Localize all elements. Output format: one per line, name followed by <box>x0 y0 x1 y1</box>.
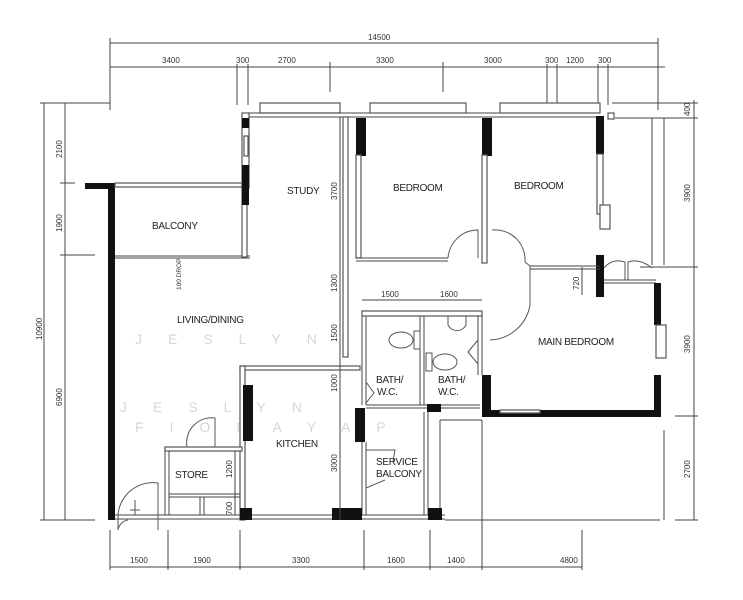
room-main-bedroom: MAIN BEDROOM <box>538 337 614 348</box>
dim-left-2100: 2100 <box>55 140 64 158</box>
room-bath-2-line2: W.C. <box>438 387 458 398</box>
dim-bottom-4800: 4800 <box>560 556 578 565</box>
room-service-balcony-line1: SERVICE <box>376 457 418 468</box>
bottom-dimensions: 1500 1900 3300 1600 1400 4800 <box>109 420 660 570</box>
left-dimensions: 2100 1900 10900 6900 <box>35 102 110 521</box>
dim-top-3000: 3000 <box>484 56 502 65</box>
room-labels: STUDY BEDROOM BEDROOM BALCONY LIVING/DIN… <box>152 181 614 481</box>
dim-store-700: 700 <box>225 501 234 515</box>
dim-bottom-1500: 1500 <box>130 556 148 565</box>
dim-left-6900: 6900 <box>55 388 64 406</box>
dim-top-1200: 1200 <box>566 56 584 65</box>
dim-study-3700: 3700 <box>330 182 339 200</box>
dim-top-3300: 3300 <box>376 56 394 65</box>
dim-drop: 100 DROP <box>176 259 183 290</box>
dim-bottom-1600: 1600 <box>387 556 405 565</box>
dim-top-3400: 3400 <box>162 56 180 65</box>
dim-right-3900a: 3900 <box>683 184 692 202</box>
dim-mbr-720: 720 <box>572 276 581 290</box>
dim-bath-1500: 1500 <box>381 290 399 299</box>
dim-top-2700: 2700 <box>278 56 296 65</box>
walls <box>85 102 667 531</box>
dim-kitchen-1000: 1000 <box>330 374 339 392</box>
room-service-balcony-line2: BALCONY <box>376 469 422 480</box>
dim-top-300a: 300 <box>236 56 250 65</box>
dim-bottom-1900: 1900 <box>193 556 211 565</box>
dim-top-300b: 300 <box>545 56 559 65</box>
room-bath-2-line1: BATH/ <box>438 375 466 386</box>
dim-right-400: 400 <box>683 102 692 116</box>
watermark-jeslyn-1: JESLYN <box>135 331 343 347</box>
room-bedroom-1: BEDROOM <box>393 183 443 194</box>
dim-bottom-3300: 3300 <box>292 556 310 565</box>
dim-bath-1600: 1600 <box>440 290 458 299</box>
dim-store-1200: 1200 <box>225 460 234 478</box>
room-balcony: BALCONY <box>152 221 198 232</box>
dim-right-3900b: 3900 <box>683 335 692 353</box>
dim-kitchen-3000: 3000 <box>330 454 339 472</box>
dim-living-1500: 1500 <box>330 324 339 342</box>
right-dimensions: 400 3900 3900 2700 <box>612 100 698 521</box>
watermark-fionayap: FIONAYAP <box>135 419 412 435</box>
room-bath-1-line1: BATH/ <box>376 375 404 386</box>
watermark-jeslyn-2: JESLYN <box>120 399 328 415</box>
dim-right-2700: 2700 <box>683 460 692 478</box>
room-bath-1-line2: W.C. <box>377 387 397 398</box>
room-kitchen: KITCHEN <box>276 439 318 450</box>
dim-study-1300: 1300 <box>330 274 339 292</box>
watermark-group: JESLYN JESLYN FIONAYAP <box>120 331 412 435</box>
inner-dimensions: 3700 1300 1500 1000 3000 1500 1600 720 1… <box>176 117 583 520</box>
room-study: STUDY <box>287 186 320 197</box>
dim-overall-height: 10900 <box>35 317 44 340</box>
dim-left-1900: 1900 <box>55 214 64 232</box>
dim-bottom-1400: 1400 <box>447 556 465 565</box>
dim-overall-width: 14500 <box>368 33 391 42</box>
room-living-dining: LIVING/DINING <box>177 315 244 326</box>
dim-top-300c: 300 <box>598 56 612 65</box>
room-bedroom-2: BEDROOM <box>514 181 564 192</box>
room-store: STORE <box>175 470 208 481</box>
top-dimensions: 14500 3400 300 2700 3300 3000 300 1200 3… <box>109 33 665 110</box>
